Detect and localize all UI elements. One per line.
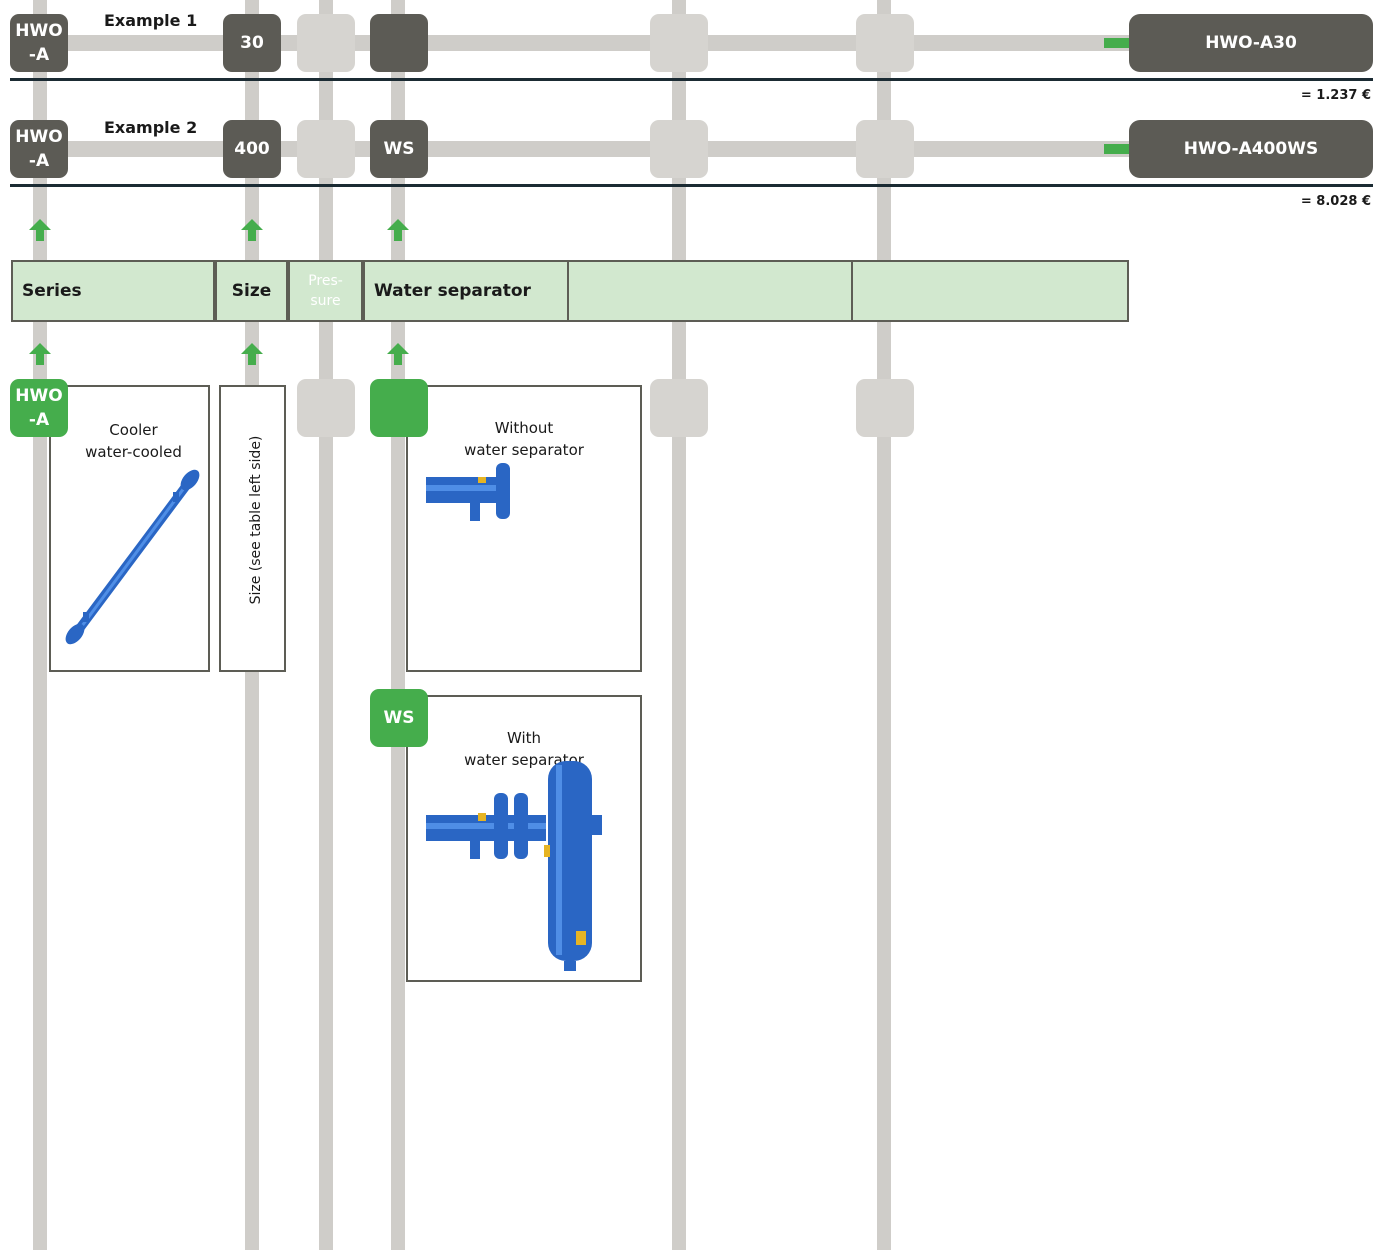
example-2-water-separator-box: WS bbox=[370, 120, 428, 178]
without-water-separator-card[interactable]: Without water separator bbox=[406, 385, 642, 672]
pressure-option-placeholder bbox=[297, 379, 355, 437]
connector-bar bbox=[60, 141, 1140, 157]
track-extra2 bbox=[877, 0, 891, 1250]
track-extra1 bbox=[672, 0, 686, 1250]
category-pressure: Pres- sure bbox=[288, 260, 363, 322]
category-extra2 bbox=[851, 260, 1129, 322]
series-option-description: Cooler water-cooled bbox=[85, 421, 182, 461]
extra2-option-placeholder bbox=[856, 379, 914, 437]
category-extra1 bbox=[567, 260, 853, 322]
example-1-price: = 1.237 € bbox=[1300, 88, 1371, 103]
example-1-water-separator-box bbox=[370, 14, 428, 72]
example-1-result-code: HWO-A30 bbox=[1129, 14, 1373, 72]
example-1-label: Example 1 bbox=[104, 11, 198, 30]
category-water-separator: Water separator bbox=[363, 260, 569, 322]
arrow-up-icon bbox=[29, 219, 51, 241]
example-1-series-box: HWO -A bbox=[10, 14, 68, 72]
category-series: Series bbox=[11, 260, 215, 322]
extra1-option-placeholder bbox=[650, 379, 708, 437]
example-1-extra1-box bbox=[650, 14, 708, 72]
example-1-size-box: 30 bbox=[223, 14, 281, 72]
category-size: Size bbox=[215, 260, 288, 322]
arrow-up-icon bbox=[241, 219, 263, 241]
separator-line bbox=[10, 78, 1373, 81]
example-1-extra2-box bbox=[856, 14, 914, 72]
cooler-pipe-image bbox=[65, 469, 200, 645]
with-water-separator-card[interactable]: With water separator bbox=[406, 695, 642, 982]
without-water-separator-code[interactable] bbox=[370, 379, 428, 437]
with-water-separator-description: With water separator bbox=[464, 729, 584, 769]
track-water-separator bbox=[391, 0, 405, 1250]
cooler-without-separator-image bbox=[426, 463, 510, 521]
example-2-pressure-box bbox=[297, 120, 355, 178]
size-option-card: Size (see table left side) bbox=[219, 385, 286, 672]
arrow-up-icon bbox=[387, 343, 409, 365]
cooler-with-separator-image bbox=[426, 761, 602, 971]
connector-bar bbox=[60, 35, 1140, 51]
series-option-code[interactable]: HWO -A bbox=[10, 379, 68, 437]
example-2-extra1-box bbox=[650, 120, 708, 178]
example-2-result-code: HWO-A400WS bbox=[1129, 120, 1373, 178]
arrow-up-icon bbox=[387, 219, 409, 241]
separator-line bbox=[10, 184, 1373, 187]
series-option-card[interactable]: Cooler water-cooled bbox=[49, 385, 210, 672]
example-2-label: Example 2 bbox=[104, 118, 198, 137]
example-1-pressure-box bbox=[297, 14, 355, 72]
track-pressure bbox=[319, 0, 333, 1250]
with-water-separator-code[interactable]: WS bbox=[370, 689, 428, 747]
example-2-extra2-box bbox=[856, 120, 914, 178]
example-2-size-box: 400 bbox=[223, 120, 281, 178]
arrow-up-icon bbox=[241, 343, 263, 365]
without-water-separator-description: Without water separator bbox=[464, 419, 584, 459]
track-series bbox=[33, 0, 47, 1250]
example-2-series-box: HWO -A bbox=[10, 120, 68, 178]
arrow-up-icon bbox=[29, 343, 51, 365]
size-option-description: Size (see table left side) bbox=[248, 435, 264, 605]
example-2-price: = 8.028 € bbox=[1300, 194, 1371, 209]
